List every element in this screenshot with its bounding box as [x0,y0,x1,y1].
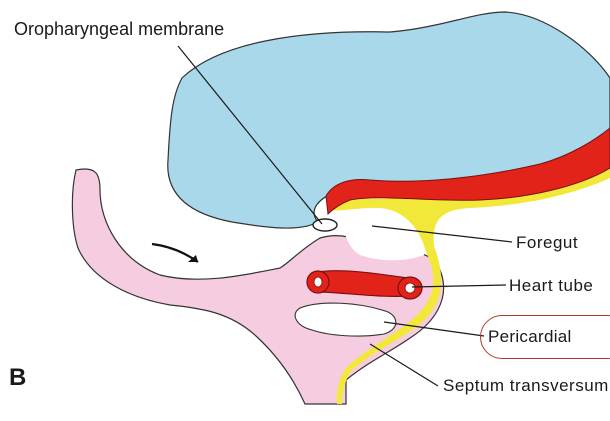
leader-septum [370,344,438,386]
pericardial-label: Pericardial [488,328,572,345]
oropharyngeal-membrane-ring [313,219,337,231]
panel-letter: B [9,366,26,390]
oropharyngeal-membrane-label: Oropharyngeal membrane [14,20,224,38]
heart-tube-right-lumen [405,283,415,293]
heart-tube-left-lumen [314,277,322,287]
heart-tube-label: Heart tube [509,277,593,294]
foregut-label: Foregut [516,234,578,251]
septum-transversum-label: Septum transversum [443,377,609,394]
